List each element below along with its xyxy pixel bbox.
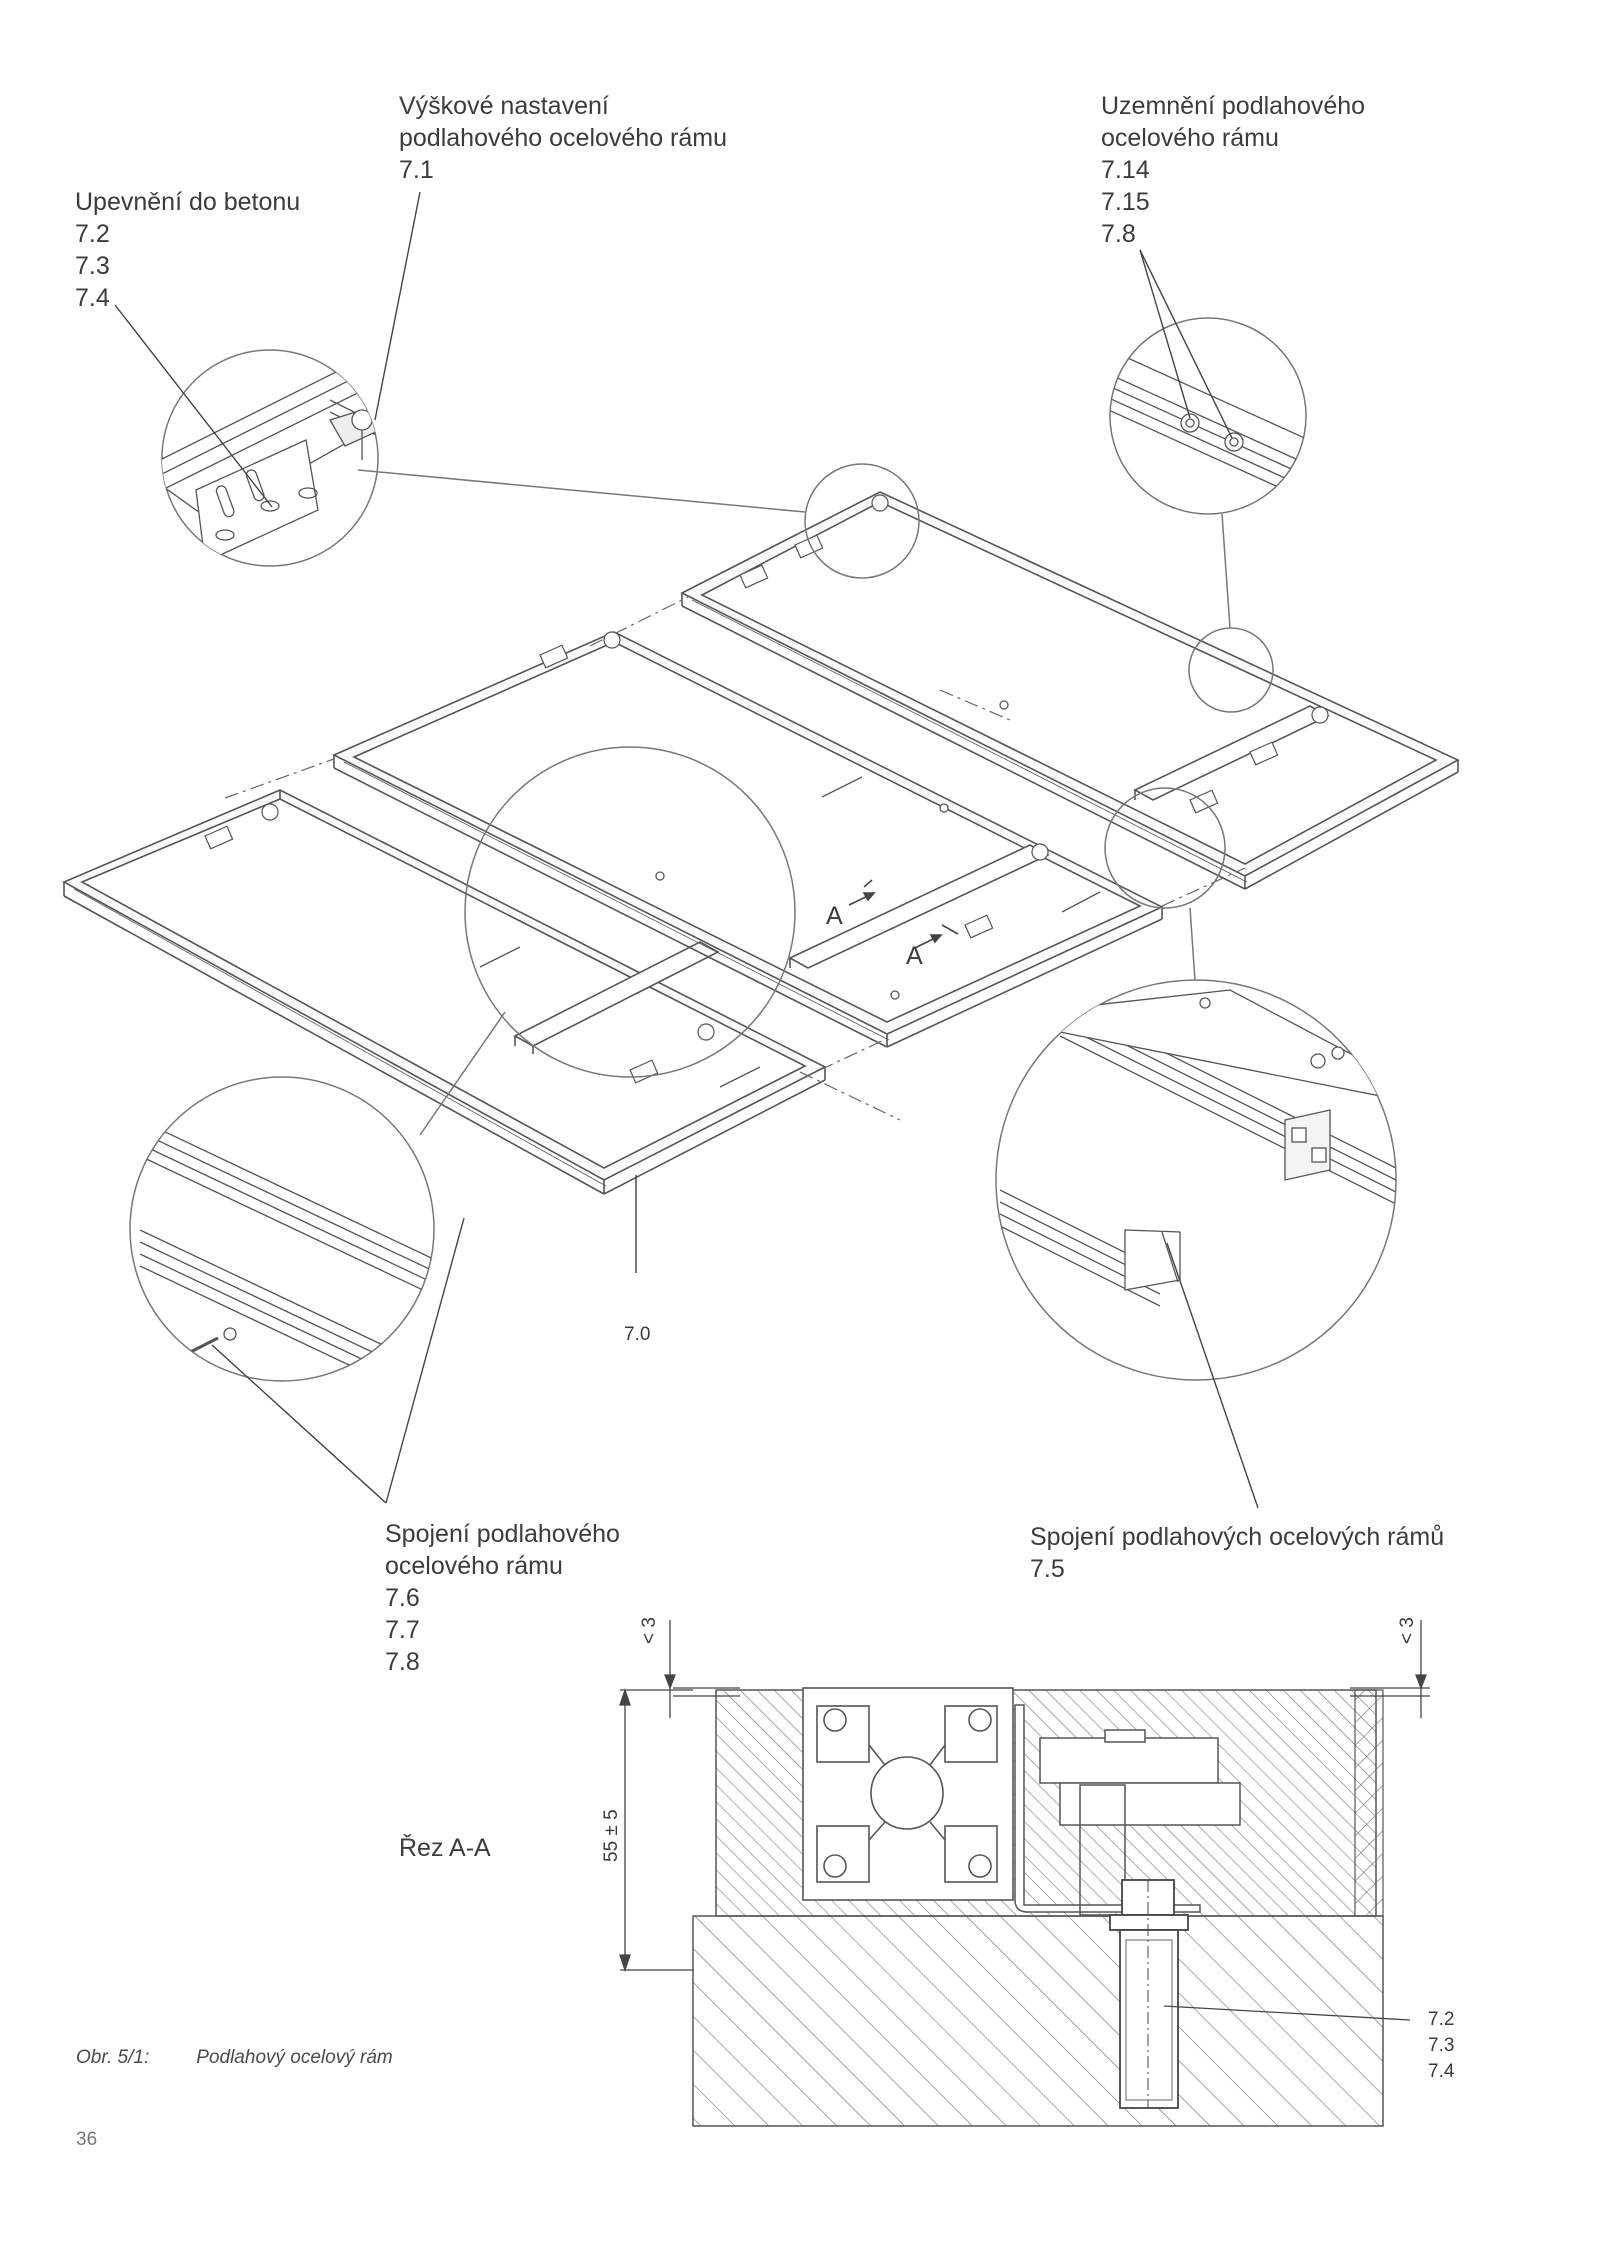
label-height-adjust: Výškové nastavení podlahového ocelového … — [399, 90, 727, 186]
frame-joint-ref2: 7.7 — [385, 1616, 420, 1644]
grounding-line1: Uzemnění podlahového — [1101, 92, 1366, 120]
main-frames — [62, 491, 1460, 1273]
detail-frame-joint — [129, 1076, 435, 1382]
label-concrete-fix: Upevnění do betonu 7.2 7.3 7.4 — [75, 186, 300, 314]
label-frames-joint: Spojení podlahových ocelových rámů 7.5 — [1030, 1521, 1444, 1585]
dim-height: 55 ± 5 — [601, 1809, 622, 1862]
concrete-fix-ref1: 7.2 — [75, 220, 110, 248]
section-marker-1: A — [826, 902, 843, 930]
frame-joint-ref1: 7.6 — [385, 1584, 420, 1612]
dim-gap-left: < 3 — [639, 1617, 660, 1644]
figure-title: Podlahový ocelový rám — [196, 2047, 393, 2068]
section-ref1: 7.2 — [1428, 2009, 1455, 2030]
frame-right — [680, 491, 1460, 890]
height-adjust-ref: 7.1 — [399, 156, 434, 184]
frame-middle — [332, 631, 1164, 1048]
frame-left — [62, 789, 827, 1195]
dim-gap-right: < 3 — [1397, 1617, 1418, 1644]
section-refs: 7.2 7.3 7.4 — [1428, 2007, 1454, 2085]
concrete-fix-ref2: 7.3 — [75, 252, 110, 280]
section-ref3: 7.4 — [1428, 2061, 1455, 2082]
label-frame-joint: Spojení podlahového ocelového rámu 7.6 7… — [385, 1518, 620, 1678]
grounding-ref3: 7.8 — [1101, 220, 1136, 248]
concrete-fix-line1: Upevnění do betonu — [75, 188, 301, 216]
frames-joint-line1: Spojení podlahových ocelových rámů — [1030, 1523, 1445, 1551]
grounding-line2: ocelového rámu — [1101, 124, 1279, 152]
section-a-a — [619, 1620, 1430, 2127]
concrete-fix-ref3: 7.4 — [75, 284, 110, 312]
label-grounding: Uzemnění podlahového ocelového rámu 7.14… — [1101, 90, 1365, 250]
detail-circles — [114, 191, 1397, 1509]
section-ref2: 7.3 — [1428, 2035, 1455, 2056]
page-number: 36 — [76, 2129, 98, 2150]
frame-joint-line1: Spojení podlahového — [385, 1520, 620, 1548]
section-marker-2: A — [906, 942, 923, 970]
figure-caption: Obr. 5/1: Podlahový ocelový rám — [76, 2047, 393, 2069]
section-title: Řez A-A — [399, 1834, 491, 1862]
detail-grounding — [1109, 317, 1307, 515]
figure-number: Obr. 5/1: — [76, 2047, 150, 2068]
frame-ref-label: 7.0 — [624, 1324, 651, 1345]
height-adjust-line1: Výškové nastavení — [399, 92, 609, 120]
frame-joint-ref3: 7.8 — [385, 1648, 420, 1676]
grounding-ref1: 7.14 — [1101, 156, 1150, 184]
frames-joint-ref: 7.5 — [1030, 1555, 1065, 1583]
frame-joint-line2: ocelového rámu — [385, 1552, 563, 1580]
grounding-ref2: 7.15 — [1101, 188, 1150, 216]
height-adjust-line2: podlahového ocelového rámu — [399, 124, 728, 152]
